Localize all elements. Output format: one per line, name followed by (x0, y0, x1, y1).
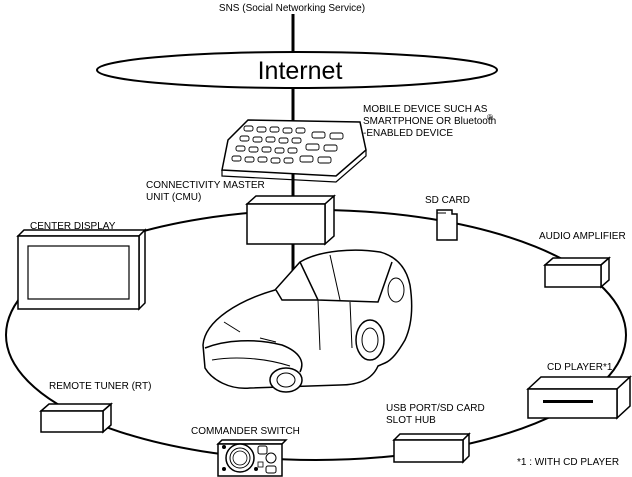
svg-text:®: ® (487, 113, 493, 122)
cmu-box-icon (245, 194, 336, 246)
commander-switch-icon (216, 439, 288, 477)
usb-hub-label-line1: USB PORT/SD CARD (386, 403, 485, 414)
vehicle-icon (202, 249, 413, 393)
cmu-label-line2: UNIT (CMU) (146, 192, 201, 203)
svg-text:MOBILE DEVICE SUCH AS: MOBILE DEVICE SUCH AS (363, 104, 488, 115)
sns-label: SNS (Social Networking Service) (219, 3, 365, 14)
sd-card-icon (436, 209, 458, 241)
svg-text:-ENABLED DEVICE: -ENABLED DEVICE (363, 128, 453, 139)
center-display-icon (16, 228, 147, 311)
remote-tuner-icon (39, 402, 113, 434)
footnote: *1 : WITH CD PLAYER (517, 457, 619, 468)
center-display-label: CENTER DISPLAY (30, 221, 116, 232)
internet-label: Internet (258, 57, 343, 85)
internet-cloud: Internet (96, 51, 498, 89)
sd-card-label: SD CARD (425, 195, 470, 206)
commander-switch-label: COMMANDER SWITCH (191, 426, 300, 437)
cmu-label-line1: CONNECTIVITY MASTER (146, 180, 265, 191)
mobile-device-label: MOBILE DEVICE SUCH AS SMARTPHONE OR Blue… (363, 104, 496, 139)
cd-player-label: CD PLAYER*1 (547, 362, 613, 373)
audio-amplifier-icon (543, 256, 611, 289)
remote-tuner-label: REMOTE TUNER (RT) (49, 381, 151, 392)
audio-amplifier-label: AUDIO AMPLIFIER (539, 231, 626, 242)
svg-text:SMARTPHONE OR Bluetooth: SMARTPHONE OR Bluetooth (363, 116, 496, 127)
usb-hub-label-line2: SLOT HUB (386, 415, 436, 426)
mobile-device-icon (221, 119, 367, 183)
cd-player-icon (526, 375, 632, 420)
usb-hub-icon (392, 432, 471, 464)
